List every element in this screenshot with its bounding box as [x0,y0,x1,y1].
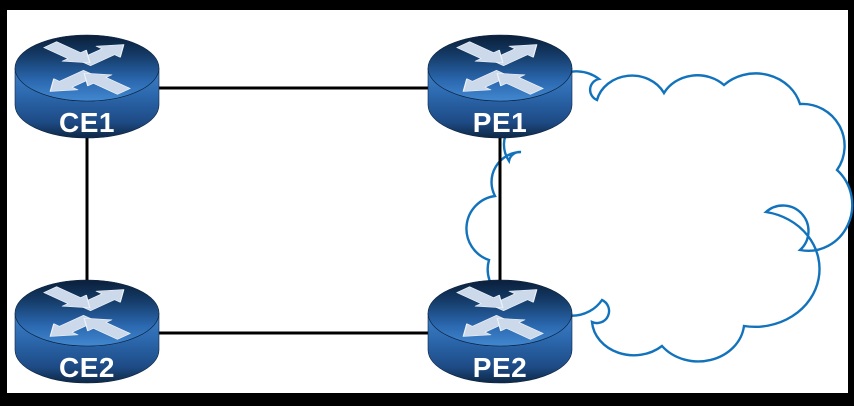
router-node-pe1: PE1 [427,34,573,139]
router-label-pe1: PE1 [473,107,527,138]
router-label-ce2: CE2 [59,352,115,383]
router-label-pe2: PE2 [473,352,527,383]
router-node-ce2: CE2 [14,279,160,384]
router-label-ce1: CE1 [59,107,115,138]
router-node-pe2: PE2 [427,279,573,384]
provider-cloud-shape [465,70,854,363]
router-node-ce1: CE1 [14,34,160,139]
